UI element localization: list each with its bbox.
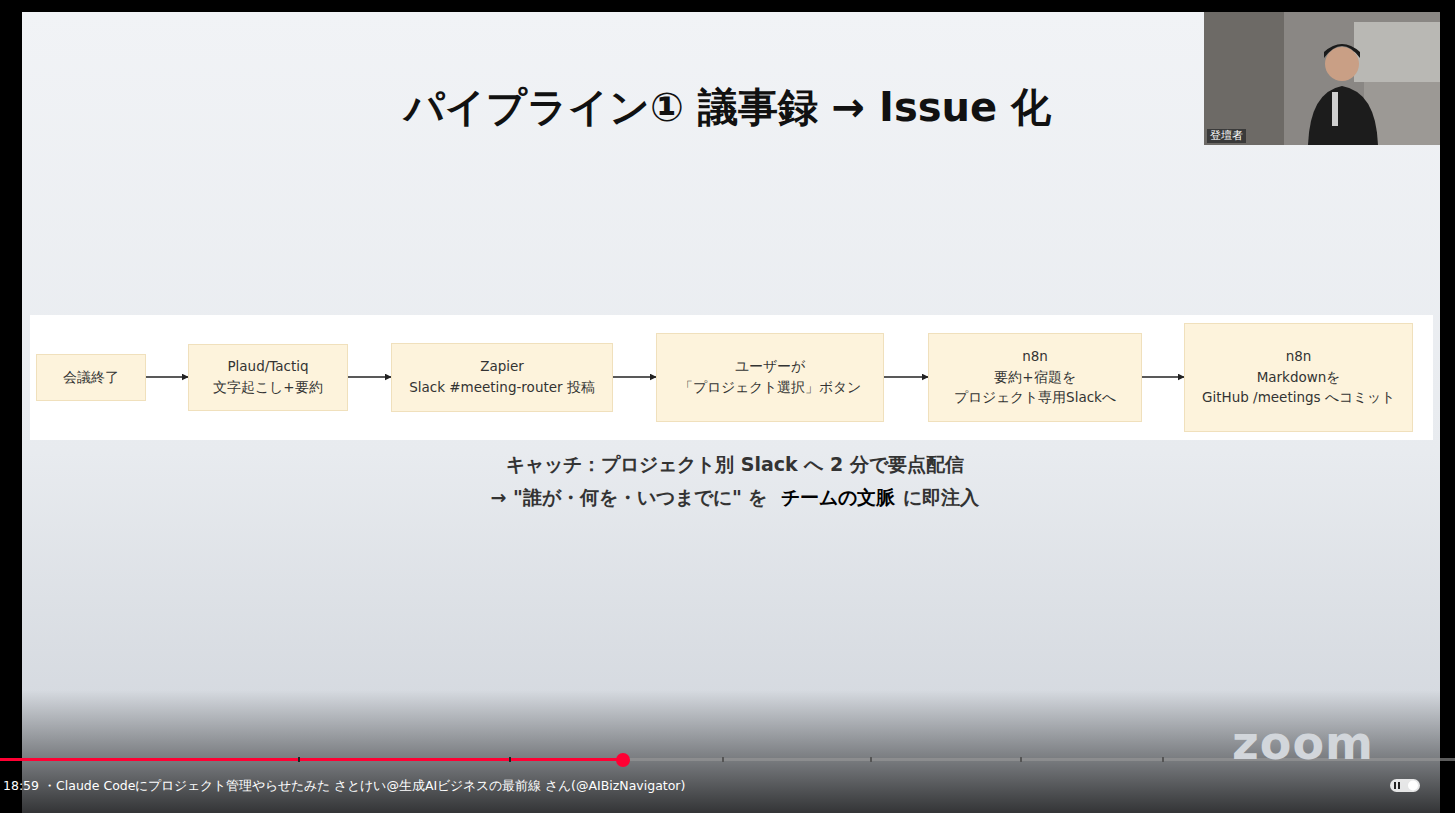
process-box: ユーザーが「プロジェクト選択」ボタン (656, 333, 884, 422)
process-box: n8nMarkdownをGitHub /meetings へコミット (1184, 323, 1413, 432)
flow-arrow (1142, 376, 1184, 377)
speaker-tag: 登壇者 (1207, 129, 1246, 143)
caption-box: キャッチ：プロジェクト別 Slack へ 2 分で要点配信 → "誰が・何を・いつ… (0, 448, 1455, 514)
emphasis-text: チームの文脈 (781, 481, 895, 514)
watermark: zoom (1232, 716, 1374, 770)
box-text: プロジェクト専用Slackへ (954, 387, 1116, 408)
flow-arrow (884, 376, 928, 377)
caption-text: キャッチ：プロジェクト別 Slack へ 2 分で要点配信 (506, 453, 964, 475)
video-info: 18:59・Claude Codeにプロジェクト管理やらせたみた さとけい@生成… (3, 777, 685, 795)
caption-text: → "誰が・何を・いつまでに" を (491, 481, 768, 514)
box-text: ユーザーが (735, 356, 805, 377)
process-box: 会議終了 (36, 354, 146, 401)
webcam-picture (1204, 12, 1440, 145)
slide-title: パイプライン① 議事録 → Issue 化 (404, 84, 1051, 130)
box-text: n8n (1022, 346, 1048, 367)
flow-arrow (613, 376, 656, 377)
caption-text: に即注入 (903, 481, 979, 514)
caption-line: → "誰が・何を・いつまでに" をチームの文脈に即注入 (0, 481, 1455, 514)
timestamp: 18:59 (3, 777, 39, 795)
box-text: Zapier (480, 356, 524, 377)
flow-arrow (348, 376, 391, 377)
box-text: Plaud/Tactiq (227, 356, 308, 377)
video-title: ・Claude Codeにプロジェクト管理やらせたみた さとけい@生成AIビジネ… (43, 777, 685, 795)
box-text: 「プロジェクト選択」ボタン (679, 377, 861, 398)
title-box: パイプライン① 議事録 → Issue 化 (0, 80, 1455, 135)
box-text: Markdownを (1257, 367, 1341, 388)
process-box: ZapierSlack #meeting-router 投稿 (391, 343, 613, 412)
box-text: 会議終了 (63, 367, 119, 388)
box-text: GitHub /meetings へコミット (1202, 387, 1395, 408)
box-text: Slack #meeting-router 投稿 (409, 377, 595, 398)
flow-arrow (146, 376, 188, 377)
process-box: n8n要約+宿題をプロジェクト専用Slackへ (928, 333, 1142, 422)
box-text: 要約+宿題を (994, 367, 1075, 388)
box-text: 文字起こし+要約 (213, 377, 322, 398)
process-box: Plaud/Tactiq文字起こし+要約 (188, 344, 348, 411)
caption-line: キャッチ：プロジェクト別 Slack へ 2 分で要点配信 (0, 448, 1455, 481)
box-text: n8n (1286, 346, 1312, 367)
